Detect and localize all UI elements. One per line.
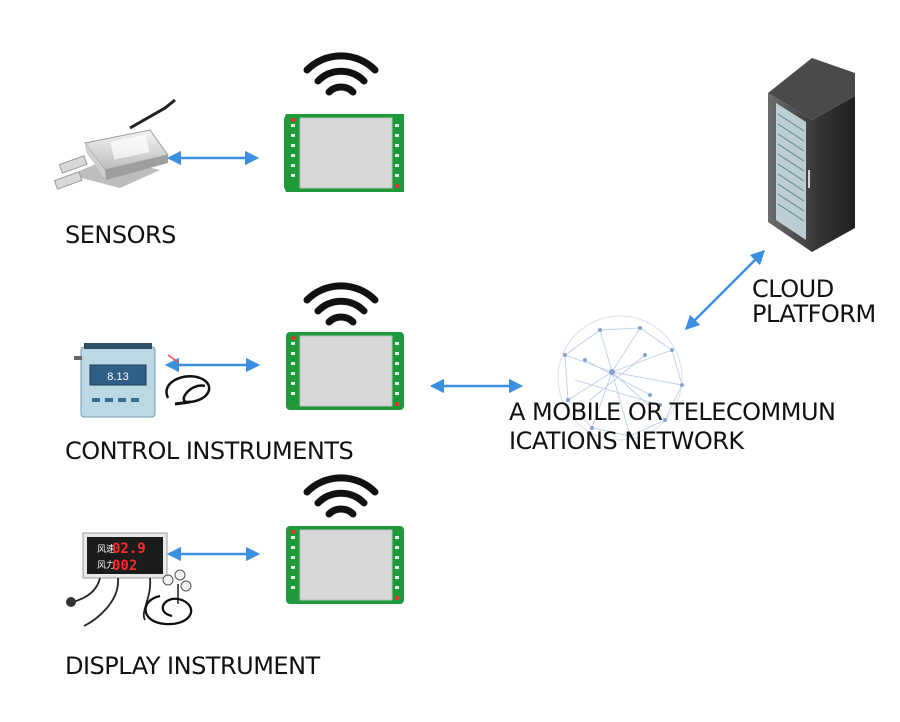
network-globe-icon — [557, 315, 684, 441]
cloud-label-line1: CLOUD — [752, 275, 834, 303]
display-row2-label: 风力 — [97, 559, 115, 571]
wifi-icon — [303, 282, 379, 326]
control-reading: 8.13 — [107, 371, 128, 383]
wireless-module — [284, 114, 404, 192]
display-instrument-image: 风速 02.9 风力 002 — [66, 532, 193, 627]
display-instrument-label: DISPLAY INSTRUMENT — [65, 652, 320, 680]
network-label-line2: ICATIONS NETWORK — [509, 427, 744, 455]
server-rack-icon — [768, 58, 855, 252]
sensors-label: SENSORS — [65, 221, 176, 249]
arrow-network-cloud — [684, 249, 766, 331]
pressure-sensor-image — [53, 98, 176, 190]
wifi-icon — [303, 52, 379, 96]
wireless-module — [286, 526, 404, 604]
cloud-label-line2: PLATFORM — [752, 300, 876, 328]
display-row1-value: 02.9 — [112, 541, 146, 557]
network-label-line1: A MOBILE OR TELECOMMUN — [509, 398, 836, 426]
control-instrument-image: 8.13 — [74, 343, 211, 418]
control-instruments-label: CONTROL INSTRUMENTS — [65, 437, 354, 465]
wifi-icon — [303, 474, 379, 518]
wireless-module — [286, 332, 404, 410]
display-row1-label: 风速 — [97, 544, 115, 555]
display-row2-value: 002 — [112, 558, 137, 574]
